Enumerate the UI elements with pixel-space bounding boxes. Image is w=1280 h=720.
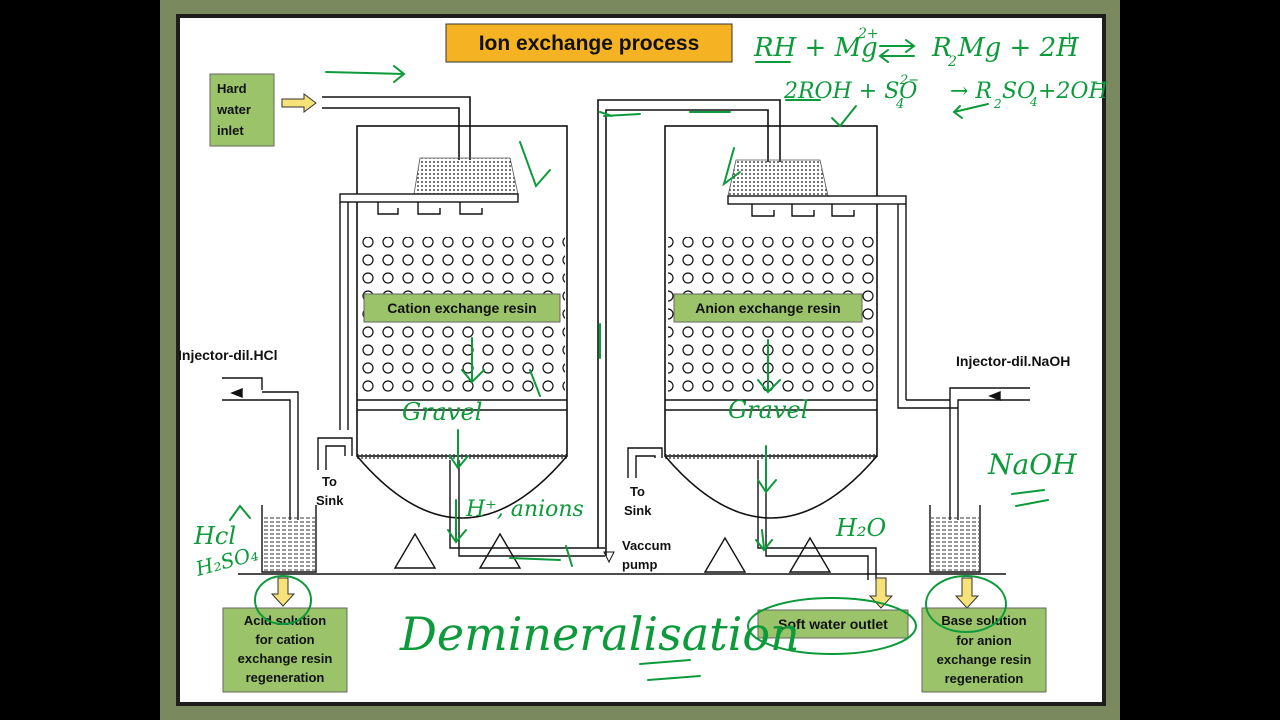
eq2-rhs: → R bbox=[950, 79, 992, 104]
diagram-title: Ion exchange process bbox=[479, 32, 700, 55]
acid-solution-line-4: regeneration bbox=[246, 670, 325, 685]
base-solution-line-1: Base solution bbox=[941, 613, 1026, 628]
base-solution-line-3: exchange resin bbox=[937, 652, 1032, 667]
eq2-sub2: 2 bbox=[993, 97, 1002, 111]
anion-resin-label-box bbox=[673, 293, 863, 323]
connecting-pipe bbox=[597, 99, 781, 556]
base-solution-line-4: regeneration bbox=[945, 671, 1024, 686]
eq2-sub: 4 bbox=[895, 97, 904, 112]
gravel-cation: Gravel bbox=[402, 398, 482, 426]
soft-water-down-arrow-icon bbox=[868, 577, 894, 609]
base-solution-line-2: for anion bbox=[956, 633, 1012, 648]
acid-solution-line-2: for cation bbox=[255, 632, 314, 647]
hard-water-label-1: Hard bbox=[217, 81, 247, 96]
soft-water-outlet-label: Soft water outlet bbox=[778, 616, 888, 632]
eq1-plus: + bbox=[1062, 28, 1077, 49]
inlet-arrow-icon bbox=[281, 93, 317, 113]
hard-water-inlet-box bbox=[209, 73, 275, 147]
eq2-rhs2: SO bbox=[1002, 79, 1035, 104]
injector-hcl-pipe bbox=[222, 377, 299, 520]
eq1-lhs: RH + Mg bbox=[753, 33, 878, 63]
eq2-sub3: 4 bbox=[1029, 95, 1038, 109]
vacuum-pump-icon bbox=[603, 551, 615, 564]
to-sink-label-1a: To bbox=[322, 474, 337, 489]
diagram-canvas bbox=[180, 18, 1102, 702]
hcl-note: Hcl bbox=[193, 522, 236, 550]
naoh-note: NaOH bbox=[987, 448, 1077, 481]
base-beaker bbox=[929, 505, 981, 573]
gravel-anion: Gravel bbox=[728, 396, 808, 424]
injector-naoh-pipe bbox=[897, 387, 1030, 520]
acid-down-arrow-icon bbox=[270, 577, 296, 607]
eq2-charge: 2− bbox=[899, 73, 919, 88]
injector-naoh-label: Injector-dil.NaOH bbox=[956, 353, 1070, 369]
eq1-rhs2: Mg + 2H bbox=[957, 33, 1080, 63]
to-sink-label-2b: Sink bbox=[624, 503, 652, 518]
eq2-tail: +2OH bbox=[1038, 79, 1108, 104]
base-solution-box bbox=[921, 607, 1047, 693]
eq1-charge: 2+ bbox=[857, 26, 879, 42]
demineralisation-note: Demineralisation bbox=[399, 607, 800, 661]
handwritten-strokes bbox=[229, 39, 1049, 681]
cation-resin-label-box bbox=[363, 293, 561, 323]
acid-beaker bbox=[261, 505, 317, 573]
h2o-note: H₂O bbox=[835, 514, 887, 542]
to-sink-label-1b: Sink bbox=[316, 493, 344, 508]
inlet-pipe bbox=[322, 96, 471, 160]
cation-resin-label: Cation exchange resin bbox=[387, 300, 536, 316]
hard-water-label-2: water bbox=[216, 102, 251, 117]
handwritten-annotations: RH + Mg 2+ R 2 Mg + 2H + 2ROH + SO 4 2− … bbox=[192, 26, 1108, 661]
eq1-sub: 2 bbox=[947, 54, 957, 70]
soft-water-outlet-box bbox=[757, 609, 909, 639]
injector-hcl-label: Injector-dil.HCl bbox=[178, 347, 278, 363]
acid-solution-line-3: exchange resin bbox=[238, 651, 333, 666]
eq2-minus: − bbox=[1094, 76, 1106, 92]
anion-resin-label: Anion exchange resin bbox=[695, 300, 840, 316]
hard-water-label-3: inlet bbox=[217, 123, 244, 138]
base-down-arrow-icon bbox=[954, 577, 980, 609]
eq1-rhs: R bbox=[931, 33, 952, 63]
acid-solution-line-1: Acid solution bbox=[244, 613, 326, 628]
vacuum-pump-label-1: Vaccum bbox=[622, 538, 671, 553]
acid-solution-box bbox=[222, 607, 348, 693]
vacuum-pump-label-2: pump bbox=[622, 557, 657, 572]
to-sink-label-2a: To bbox=[630, 484, 645, 499]
title-box bbox=[445, 23, 733, 63]
h-anions-note: H⁺, anions bbox=[465, 497, 584, 522]
